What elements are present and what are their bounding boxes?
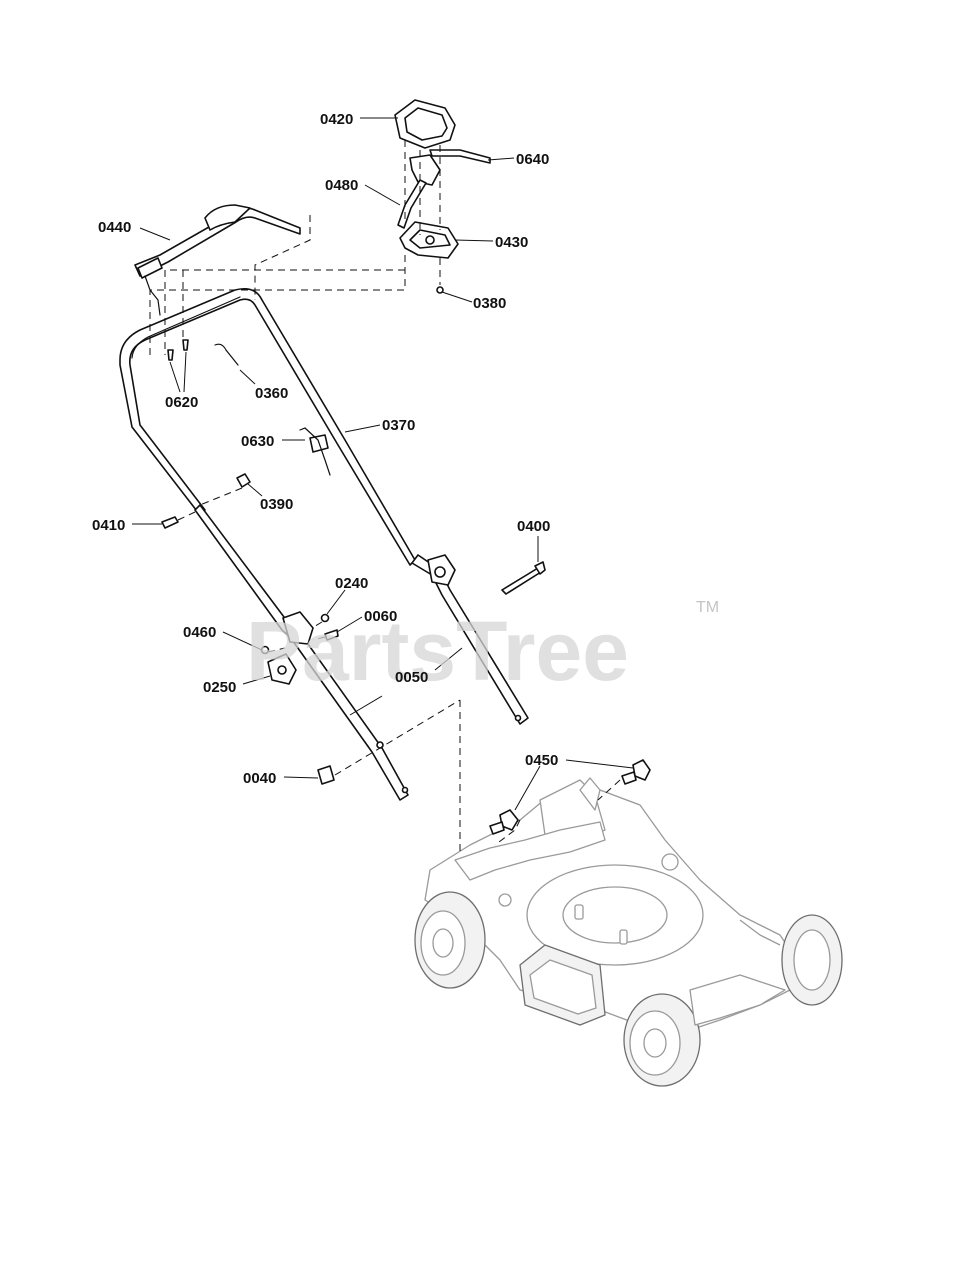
callout-0250: 0250 xyxy=(203,679,236,696)
callout-0060: 0060 xyxy=(364,608,397,625)
callout-0370: 0370 xyxy=(382,417,415,434)
callout-0460: 0460 xyxy=(183,624,216,641)
bail-bar xyxy=(134,204,301,316)
mower-handle xyxy=(119,287,529,801)
hardware xyxy=(161,339,651,835)
callout-0410: 0410 xyxy=(92,517,125,534)
callout-0620: 0620 xyxy=(165,394,198,411)
callout-0480: 0480 xyxy=(325,177,358,194)
callout-0420: 0420 xyxy=(320,111,353,128)
callout-0440: 0440 xyxy=(98,219,131,236)
callout-0390: 0390 xyxy=(260,496,293,513)
watermark-trademark: TM xyxy=(696,599,719,616)
watermark-brand: PartsTree xyxy=(246,604,629,698)
callout-0430: 0430 xyxy=(495,234,528,251)
callout-0240: 0240 xyxy=(335,575,368,592)
callout-0450: 0450 xyxy=(525,752,558,769)
callout-0050: 0050 xyxy=(395,669,428,686)
callout-labels: 0420 0640 0480 0440 0430 0380 0620 0360 … xyxy=(92,111,558,787)
callout-0400: 0400 xyxy=(517,518,550,535)
callout-0040: 0040 xyxy=(243,770,276,787)
leader-lines xyxy=(132,117,634,811)
control-assembly xyxy=(394,99,491,294)
callout-0630: 0630 xyxy=(241,433,274,450)
callout-0640: 0640 xyxy=(516,151,549,168)
mower-deck xyxy=(414,777,843,1087)
parts-tree-watermark: PartsTree TM xyxy=(246,599,719,698)
callout-0360: 0360 xyxy=(255,385,288,402)
callout-0380: 0380 xyxy=(473,295,506,312)
assembly-lines xyxy=(149,140,621,855)
